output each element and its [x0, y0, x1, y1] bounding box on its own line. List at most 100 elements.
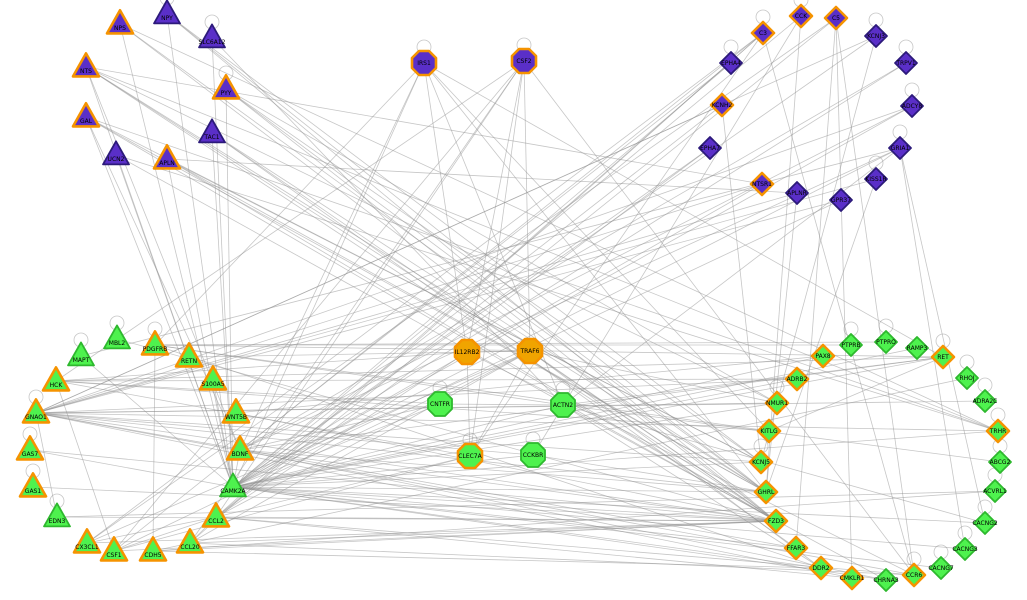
- edge-NPY-CAMK2A: [166, 13, 234, 488]
- node-shape-diamond: [988, 450, 1012, 474]
- edge-GAL-CAMK2A: [85, 116, 234, 488]
- node-NPY[interactable]: NPY: [153, 0, 181, 25]
- edge-GRIA1-CACNG2: [899, 147, 986, 524]
- node-CACNG7[interactable]: CACNG7: [928, 556, 954, 580]
- edge-NPY-GHRL: [166, 13, 767, 493]
- node-CCR6[interactable]: CCR6: [901, 562, 927, 588]
- node-TRAF6[interactable]: TRAF6: [516, 337, 544, 365]
- edge-CLEC7A-CSF1: [113, 455, 471, 552]
- node-ADCY8[interactable]: ADCY8: [900, 94, 924, 118]
- node-TRHR[interactable]: TRHR: [985, 418, 1011, 444]
- node-shape-triangle: [15, 435, 45, 461]
- node-EPHA4[interactable]: EPHA4: [719, 51, 743, 75]
- node-GRIA1[interactable]: GRIA1: [888, 136, 912, 160]
- node-PAX8[interactable]: PAX8: [810, 343, 836, 369]
- node-IRS1[interactable]: IRS1: [410, 49, 438, 77]
- node-KCNJ3[interactable]: KCNJ3: [864, 24, 888, 48]
- node-S100A5[interactable]: S100A5: [198, 365, 228, 391]
- node-HCK[interactable]: HCK: [41, 366, 71, 392]
- node-NMUR1[interactable]: NMUR1: [764, 390, 790, 416]
- edge-CCR6-GNAO1: [35, 412, 915, 576]
- edge-CNTFR-ACTN2: [439, 403, 564, 406]
- node-CCKBR[interactable]: CCKBR: [520, 442, 546, 468]
- edge-C3-CSF1: [113, 32, 764, 552]
- node-RAMP3[interactable]: RAMP3: [905, 336, 929, 360]
- node-NTS[interactable]: NTS: [71, 52, 101, 78]
- node-shape-triangle: [72, 528, 102, 554]
- edge-KCNJ3-CAMK2A: [232, 35, 877, 488]
- edge-FFAR3-GNAO1: [35, 412, 797, 549]
- node-shape-diamond: [894, 51, 918, 75]
- node-EDN3[interactable]: EDN3: [43, 502, 71, 528]
- node-GAL[interactable]: GAL: [71, 102, 101, 128]
- node-shape-triangle: [201, 502, 231, 528]
- node-shape-diamond: [753, 479, 779, 505]
- node-NPS[interactable]: NPS: [105, 9, 135, 35]
- node-ACTN2[interactable]: ACTN2: [550, 392, 576, 418]
- node-ACVRL1[interactable]: ACVRL1: [983, 479, 1007, 503]
- node-EPHA7[interactable]: EPHA7: [698, 136, 722, 160]
- edge-ACTN2-CHRNA3: [562, 404, 887, 581]
- edge-APLN-APLNR: [166, 158, 798, 194]
- edge-IRS1-IL12RB2: [423, 62, 468, 353]
- edge-FZD3-GNAO1: [35, 412, 777, 522]
- edge-KCNH2-GNAO1: [35, 104, 723, 414]
- edge-DDR2-CDH5: [152, 550, 822, 569]
- node-shape-octagon: [453, 338, 481, 366]
- edge-RET-HCK: [55, 356, 944, 382]
- edge-CSF2-HCK: [55, 60, 525, 382]
- node-CCK[interactable]: CCK: [788, 3, 814, 29]
- node-shape-diamond: [756, 418, 782, 444]
- node-IL12RB2[interactable]: IL12RB2: [453, 338, 481, 366]
- edge-CSF2-CSF1: [113, 60, 525, 552]
- node-PYY[interactable]: PYY: [211, 74, 241, 100]
- edge-RET-BDNF: [239, 356, 944, 451]
- node-SLC6A12[interactable]: SLC6A12: [198, 23, 226, 49]
- node-CACNG2[interactable]: CACNG2: [972, 511, 998, 535]
- edge-ADRB2-GNAO1: [35, 378, 798, 414]
- node-CLEC7A[interactable]: CLEC7A: [456, 442, 484, 470]
- node-shape-diamond: [930, 344, 956, 370]
- node-TAC1[interactable]: TAC1: [198, 118, 226, 144]
- node-shape-triangle: [221, 398, 251, 424]
- node-C5[interactable]: C5: [823, 5, 849, 31]
- node-GAS1[interactable]: GAS1: [18, 472, 48, 498]
- node-RHOJ[interactable]: RHOJ: [955, 366, 979, 390]
- edge-RHOJ-CDH5: [152, 377, 968, 552]
- node-ABCG2[interactable]: ABCG2: [988, 450, 1012, 474]
- node-shape-diamond: [985, 418, 1011, 444]
- edge-CCKBR-GHRL: [532, 454, 767, 493]
- node-shape-diamond: [864, 167, 888, 191]
- node-GPR37[interactable]: GPR37: [829, 188, 853, 212]
- edge-KITLG-HCK: [55, 380, 770, 432]
- edge-CACNG7-CAMK2A: [232, 486, 942, 569]
- node-GHRL[interactable]: GHRL: [753, 479, 779, 505]
- node-shape-triangle: [71, 102, 101, 128]
- edge-PYY-FZD3: [225, 88, 777, 522]
- edge-ACVRL1-CDH5: [152, 490, 996, 552]
- node-ADRB2[interactable]: ADRB2: [784, 366, 810, 392]
- node-ADRA2C[interactable]: ADRA2C: [973, 389, 998, 413]
- edge-CCR6-CCL2: [215, 516, 915, 576]
- node-PTPRB[interactable]: PTPRB: [839, 333, 863, 357]
- node-CSF2[interactable]: CSF2: [510, 47, 538, 75]
- node-MBL2[interactable]: MBL2: [103, 324, 131, 350]
- node-KCNH2[interactable]: KCNH2: [709, 92, 735, 118]
- edge-CSF1-HCK: [55, 380, 115, 552]
- node-UCN2[interactable]: UCN2: [102, 140, 130, 166]
- node-shape-diamond: [788, 3, 814, 29]
- node-KISS1R[interactable]: KISS1R: [864, 167, 888, 191]
- node-CNTFR[interactable]: CNTFR: [427, 391, 453, 417]
- node-shape-triangle: [211, 74, 241, 100]
- edge-IRS1-RET: [423, 62, 944, 358]
- node-CACNG3[interactable]: CACNG3: [952, 537, 978, 561]
- edge-ADRB2-HCK: [55, 378, 798, 382]
- node-GAS7[interactable]: GAS7: [15, 435, 45, 461]
- node-TRPV1[interactable]: TRPV1: [894, 51, 918, 75]
- node-APLNR[interactable]: APLNR: [785, 181, 809, 205]
- node-FFAR3[interactable]: FFAR3: [783, 535, 809, 561]
- node-PTPRO[interactable]: PTPRO: [874, 330, 898, 354]
- edge-CNTFR-HCK: [55, 380, 441, 405]
- edge-NPS-FZD3: [119, 23, 777, 522]
